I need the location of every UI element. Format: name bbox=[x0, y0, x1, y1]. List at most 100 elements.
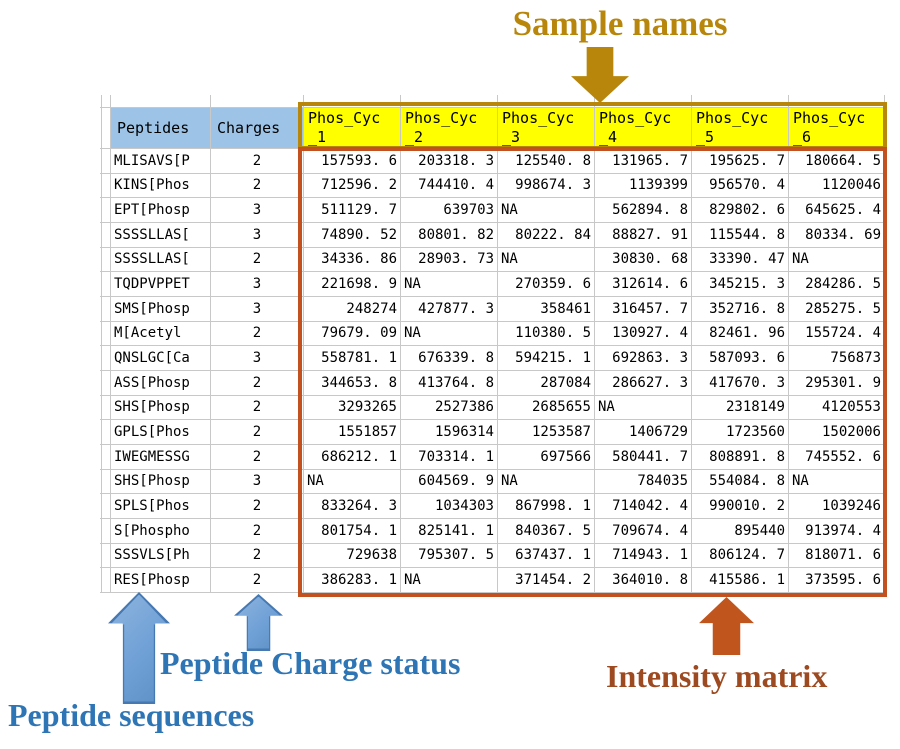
intensity-cell[interactable]: 344653. 8 bbox=[303, 369, 401, 396]
intensity-cell[interactable]: 286627. 3 bbox=[594, 369, 692, 396]
intensity-cell[interactable]: 358461 bbox=[497, 295, 595, 322]
peptide-cell[interactable]: SHS[Phosp bbox=[110, 394, 211, 421]
intensity-cell[interactable]: 745552. 6 bbox=[788, 443, 885, 470]
intensity-cell[interactable]: 88827. 91 bbox=[594, 221, 692, 248]
peptide-cell[interactable]: SMS[Phosp bbox=[110, 295, 211, 322]
peptide-cell[interactable]: SPLS[Phos bbox=[110, 493, 211, 519]
intensity-cell[interactable]: 1596314 bbox=[400, 419, 498, 445]
intensity-cell[interactable]: 558781. 1 bbox=[303, 345, 401, 371]
intensity-cell[interactable]: 203318. 3 bbox=[400, 148, 498, 174]
intensity-cell[interactable]: 1139399 bbox=[594, 172, 692, 199]
intensity-cell[interactable]: NA bbox=[497, 197, 595, 223]
intensity-cell[interactable]: 913974. 4 bbox=[788, 517, 885, 544]
intensity-cell[interactable]: 157593. 6 bbox=[303, 148, 401, 174]
intensity-cell[interactable]: 818071. 6 bbox=[788, 542, 885, 569]
sample-column-header[interactable]: Phos_Cyc_1 bbox=[303, 107, 401, 149]
intensity-cell[interactable]: 417670. 3 bbox=[691, 369, 789, 396]
intensity-cell[interactable]: 554084. 8 bbox=[691, 468, 789, 495]
intensity-cell[interactable]: NA bbox=[400, 320, 498, 347]
intensity-cell[interactable]: 80222. 84 bbox=[497, 221, 595, 248]
intensity-cell[interactable]: 795307. 5 bbox=[400, 542, 498, 569]
intensity-cell[interactable]: 130927. 4 bbox=[594, 320, 692, 347]
charge-cell[interactable]: 3 bbox=[210, 295, 304, 322]
intensity-cell[interactable]: 729638 bbox=[303, 542, 401, 569]
intensity-cell[interactable]: 637437. 1 bbox=[497, 542, 595, 569]
peptide-cell[interactable]: SHS[Phosp bbox=[110, 468, 211, 495]
intensity-cell[interactable]: 1253587 bbox=[497, 419, 595, 445]
charge-cell[interactable]: 3 bbox=[210, 221, 304, 248]
charge-cell[interactable]: 2 bbox=[210, 443, 304, 470]
intensity-cell[interactable]: 895440 bbox=[691, 517, 789, 544]
charge-cell[interactable]: 2 bbox=[210, 172, 304, 199]
charge-cell[interactable]: 2 bbox=[210, 542, 304, 569]
charge-cell[interactable]: 2 bbox=[210, 394, 304, 421]
intensity-cell[interactable]: 808891. 8 bbox=[691, 443, 789, 470]
intensity-cell[interactable]: 285275. 5 bbox=[788, 295, 885, 322]
intensity-cell[interactable]: NA bbox=[303, 468, 401, 495]
intensity-cell[interactable]: 248274 bbox=[303, 295, 401, 322]
charge-cell[interactable]: 3 bbox=[210, 345, 304, 371]
intensity-cell[interactable]: 115544. 8 bbox=[691, 221, 789, 248]
peptide-cell[interactable]: SSSSLLAS[ bbox=[110, 246, 211, 273]
intensity-cell[interactable]: 345215. 3 bbox=[691, 271, 789, 297]
peptide-cell[interactable]: SSSSLLAS[ bbox=[110, 221, 211, 248]
sample-column-header[interactable]: Phos_Cyc_6 bbox=[788, 107, 885, 149]
sample-column-header[interactable]: Phos_Cyc_4 bbox=[594, 107, 692, 149]
intensity-cell[interactable]: 284286. 5 bbox=[788, 271, 885, 297]
intensity-cell[interactable]: 364010. 8 bbox=[594, 567, 692, 593]
intensity-cell[interactable]: 2527386 bbox=[400, 394, 498, 421]
intensity-cell[interactable]: 110380. 5 bbox=[497, 320, 595, 347]
intensity-cell[interactable]: 714042. 4 bbox=[594, 493, 692, 519]
intensity-cell[interactable]: 587093. 6 bbox=[691, 345, 789, 371]
charge-cell[interactable]: 2 bbox=[210, 419, 304, 445]
peptide-cell[interactable]: IWEGMESSG bbox=[110, 443, 211, 470]
intensity-cell[interactable]: 1034303 bbox=[400, 493, 498, 519]
intensity-cell[interactable]: NA bbox=[594, 394, 692, 421]
intensity-cell[interactable]: 580441. 7 bbox=[594, 443, 692, 470]
intensity-cell[interactable]: 692863. 3 bbox=[594, 345, 692, 371]
intensity-cell[interactable]: 34336. 86 bbox=[303, 246, 401, 273]
intensity-cell[interactable]: 1120046 bbox=[788, 172, 885, 199]
peptide-cell[interactable]: RES[Phosp bbox=[110, 567, 211, 593]
intensity-cell[interactable]: NA bbox=[400, 567, 498, 593]
intensity-cell[interactable]: 562894. 8 bbox=[594, 197, 692, 223]
charges-column-header[interactable]: Charges bbox=[210, 107, 304, 149]
intensity-cell[interactable]: 825141. 1 bbox=[400, 517, 498, 544]
intensity-cell[interactable]: 697566 bbox=[497, 443, 595, 470]
intensity-cell[interactable]: 1502006 bbox=[788, 419, 885, 445]
intensity-cell[interactable]: 801754. 1 bbox=[303, 517, 401, 544]
peptide-cell[interactable]: S[Phospho bbox=[110, 517, 211, 544]
charge-cell[interactable]: 2 bbox=[210, 493, 304, 519]
intensity-cell[interactable]: 645625. 4 bbox=[788, 197, 885, 223]
peptide-cell[interactable]: EPT[Phosp bbox=[110, 197, 211, 223]
intensity-cell[interactable]: 998674. 3 bbox=[497, 172, 595, 199]
intensity-cell[interactable]: 30830. 68 bbox=[594, 246, 692, 273]
intensity-cell[interactable]: 3293265 bbox=[303, 394, 401, 421]
intensity-cell[interactable]: 295301. 9 bbox=[788, 369, 885, 396]
intensity-cell[interactable]: 287084 bbox=[497, 369, 595, 396]
charge-cell[interactable]: 2 bbox=[210, 369, 304, 396]
charge-cell[interactable]: 2 bbox=[210, 148, 304, 174]
intensity-cell[interactable]: 125540. 8 bbox=[497, 148, 595, 174]
intensity-cell[interactable]: 712596. 2 bbox=[303, 172, 401, 199]
intensity-cell[interactable]: 79679. 09 bbox=[303, 320, 401, 347]
intensity-cell[interactable]: 82461. 96 bbox=[691, 320, 789, 347]
intensity-cell[interactable]: 80801. 82 bbox=[400, 221, 498, 248]
intensity-cell[interactable]: 2318149 bbox=[691, 394, 789, 421]
intensity-cell[interactable]: 714943. 1 bbox=[594, 542, 692, 569]
intensity-cell[interactable]: 33390. 47 bbox=[691, 246, 789, 273]
peptide-cell[interactable]: MLISAVS[P bbox=[110, 148, 211, 174]
intensity-cell[interactable]: 352716. 8 bbox=[691, 295, 789, 322]
peptides-column-header[interactable]: Peptides bbox=[110, 107, 211, 149]
intensity-cell[interactable]: 806124. 7 bbox=[691, 542, 789, 569]
intensity-cell[interactable]: 316457. 7 bbox=[594, 295, 692, 322]
intensity-cell[interactable]: 956570. 4 bbox=[691, 172, 789, 199]
peptide-cell[interactable]: M[Acetyl bbox=[110, 320, 211, 347]
intensity-cell[interactable]: 155724. 4 bbox=[788, 320, 885, 347]
sample-column-header[interactable]: Phos_Cyc_3 bbox=[497, 107, 595, 149]
charge-cell[interactable]: 2 bbox=[210, 246, 304, 273]
intensity-cell[interactable]: 833264. 3 bbox=[303, 493, 401, 519]
charge-cell[interactable]: 3 bbox=[210, 468, 304, 495]
intensity-cell[interactable]: 131965. 7 bbox=[594, 148, 692, 174]
intensity-cell[interactable]: 867998. 1 bbox=[497, 493, 595, 519]
